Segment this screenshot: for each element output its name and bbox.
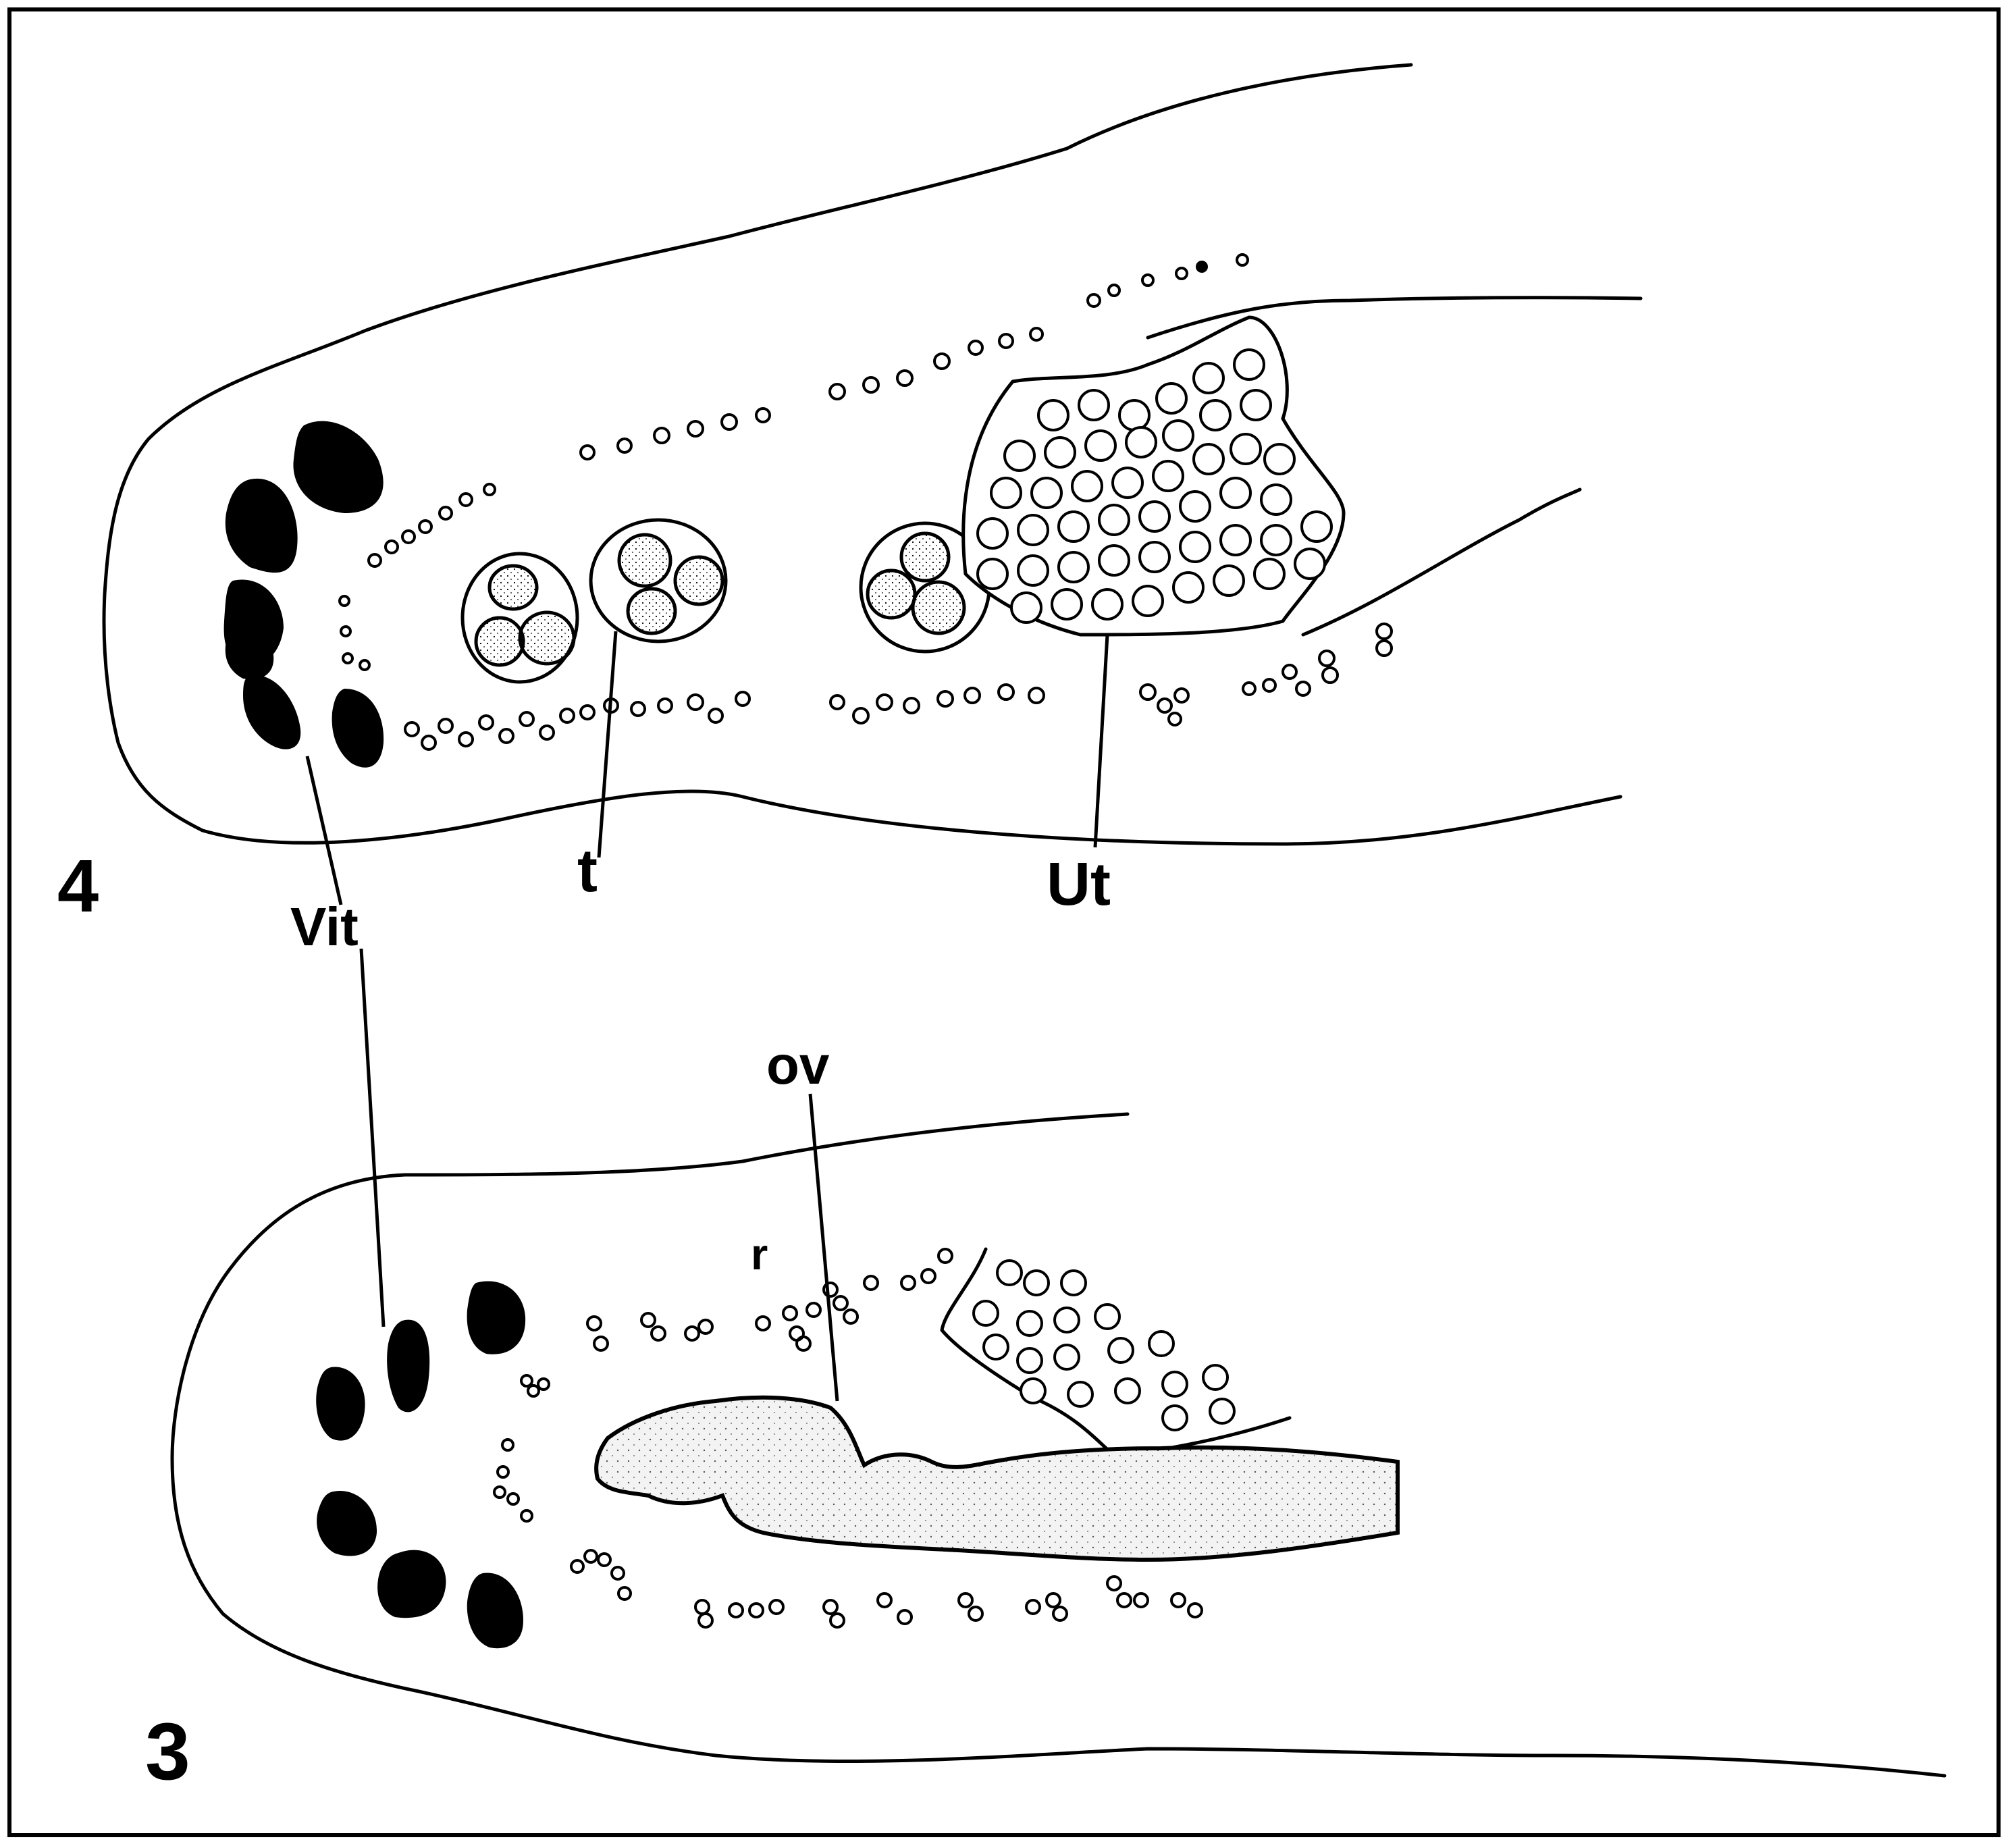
label-testis: t [577,837,598,905]
label-receptaculum: r [751,1230,768,1279]
fig3-vitellaria [316,1281,525,1648]
fig4-testes [463,520,989,682]
figure-3 [172,1114,1945,1776]
fig4-lateral-follicles [340,596,369,670]
fig4-leader-lines [307,631,1107,905]
label-ovary: ov [766,1035,830,1095]
fig3-lateral-follicles [494,1375,549,1521]
figure-number-4: 4 [57,845,99,928]
figure-number-3: 3 [145,1706,190,1797]
fig3-dorsal-follicle-row [587,1249,952,1350]
fig3-body-outline [172,1114,1945,1776]
labels: 4 t Ut Vit ov r 3 [57,837,1111,1797]
fig4-uterus [963,317,1344,635]
label-uterus: Ut [1047,851,1111,918]
fig3-uterine-eggs [974,1261,1234,1430]
fig3-ventral-follicle-row [571,1550,1202,1627]
fig4-vitellaria [224,421,384,768]
label-vitellaria: Vit [290,897,359,957]
